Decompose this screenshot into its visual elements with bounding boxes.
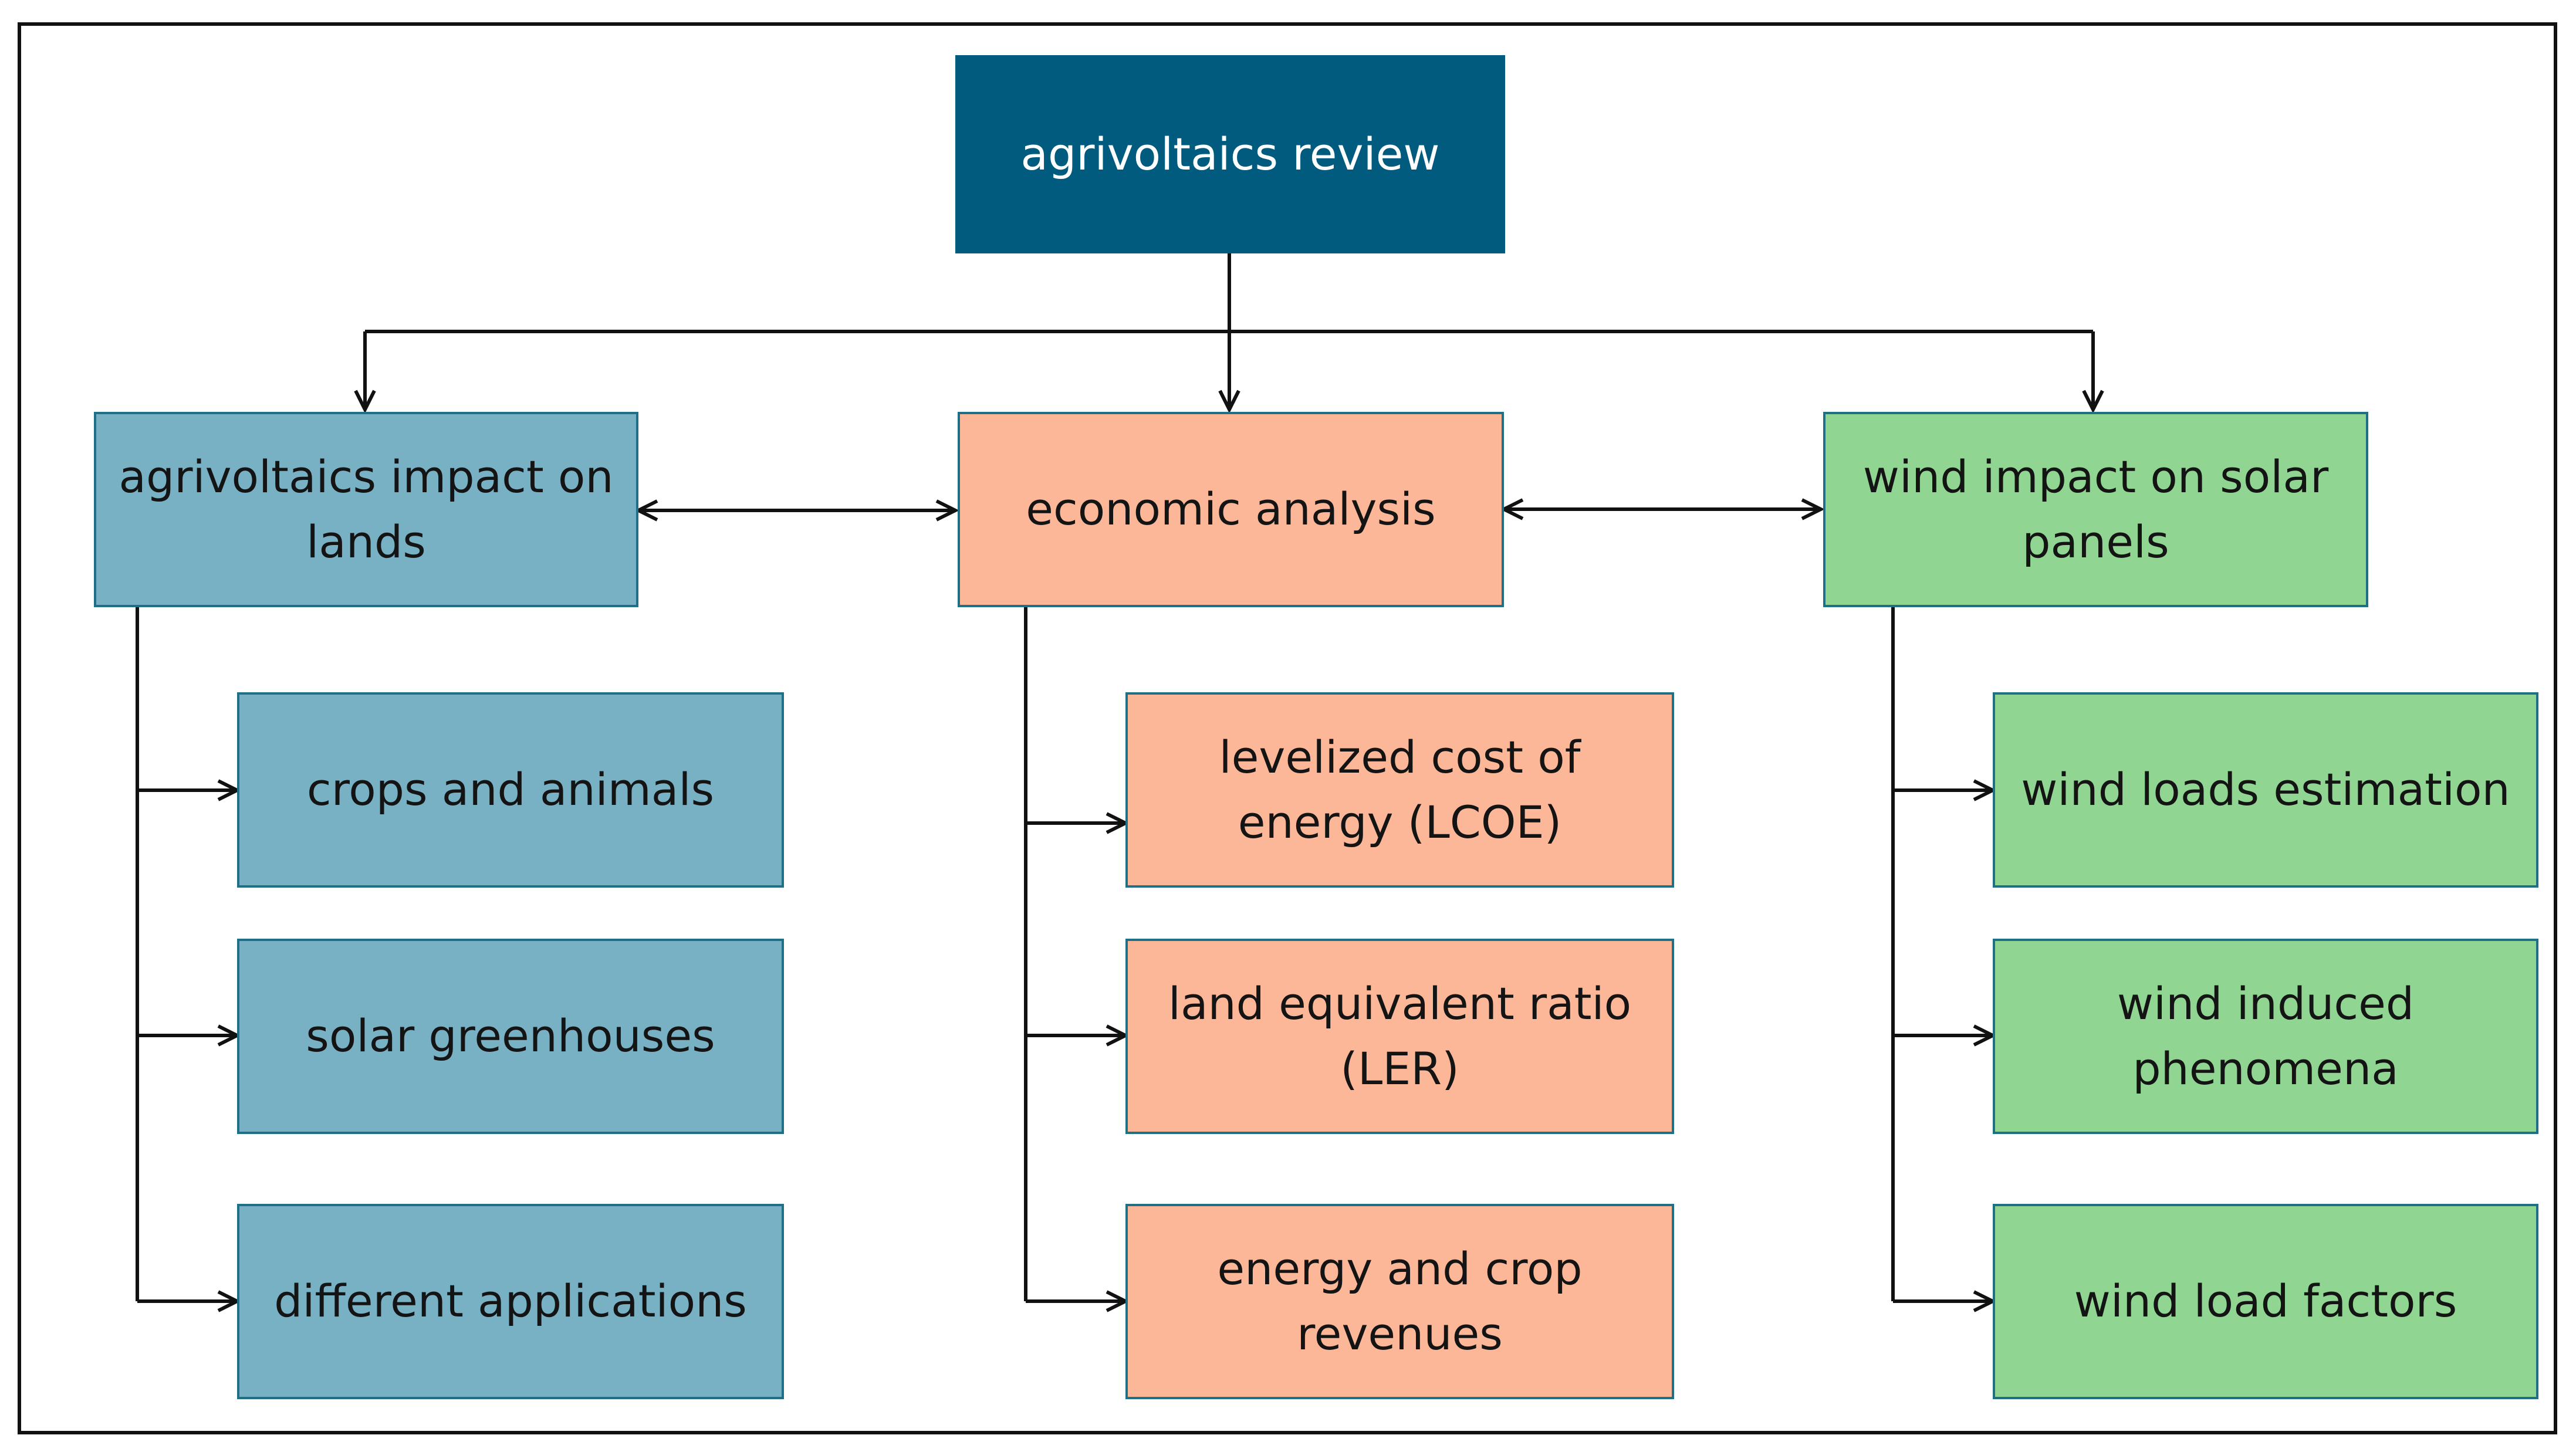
branch-node-economic: economic analysis <box>958 412 1504 607</box>
economic-child-label: land equivalent ratio (LER) <box>1168 977 1632 1095</box>
lands-child-label: solar greenhouses <box>306 1010 715 1062</box>
wind-child-induced-phenomena: wind induced phenomena <box>1993 939 2538 1134</box>
economic-child-label: energy and crop revenues <box>1217 1243 1583 1360</box>
root-node: agrivoltaics review <box>955 55 1505 253</box>
root-node-label: agrivoltaics review <box>1020 127 1440 180</box>
wind-child-label: wind load factors <box>2074 1275 2457 1328</box>
wind-child-label: wind induced phenomena <box>2117 977 2415 1095</box>
branch-node-economic-label: economic analysis <box>1026 483 1436 536</box>
diagram-frame <box>18 22 2557 1434</box>
economic-child-ler: land equivalent ratio (LER) <box>1125 939 1674 1134</box>
economic-child-label: levelized cost of energy (LCOE) <box>1219 731 1581 848</box>
wind-child-loads-estimation: wind loads estimation <box>1993 692 2538 888</box>
branch-node-lands-label: agrivoltaics impact on lands <box>119 451 614 568</box>
wind-child-load-factors: wind load factors <box>1993 1204 2538 1399</box>
wind-child-label: wind loads estimation <box>2021 763 2510 816</box>
branch-node-wind: wind impact on solar panels <box>1823 412 2368 607</box>
economic-child-revenues: energy and crop revenues <box>1125 1204 1674 1399</box>
lands-child-crops-and-animals: crops and animals <box>237 692 784 888</box>
lands-child-label: different applications <box>274 1275 747 1328</box>
branch-node-lands: agrivoltaics impact on lands <box>94 412 638 607</box>
lands-child-different-applications: different applications <box>237 1204 784 1399</box>
branch-node-wind-label: wind impact on solar panels <box>1862 451 2329 568</box>
lands-child-solar-greenhouses: solar greenhouses <box>237 939 784 1134</box>
lands-child-label: crops and animals <box>306 763 715 816</box>
economic-child-lcoe: levelized cost of energy (LCOE) <box>1125 692 1674 888</box>
